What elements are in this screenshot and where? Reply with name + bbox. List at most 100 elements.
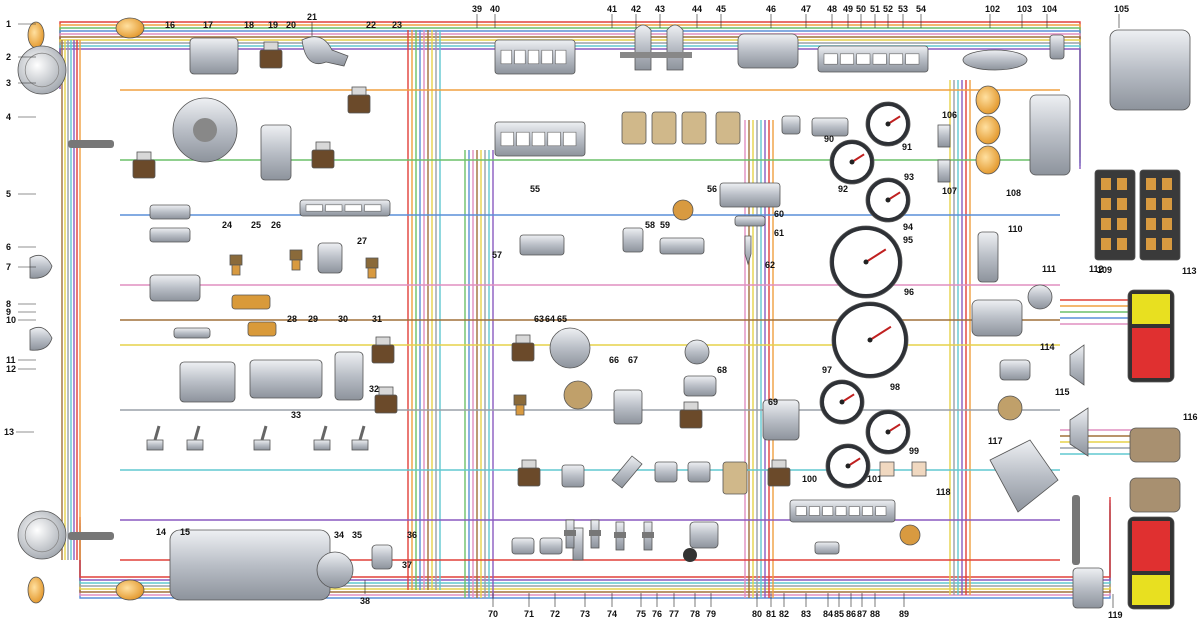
spark-plug-hex bbox=[564, 530, 576, 536]
amber-lamp bbox=[975, 85, 1001, 115]
label-leader-lines bbox=[16, 14, 1120, 608]
label-119: 119 bbox=[1108, 610, 1123, 620]
label-31: 31 bbox=[372, 314, 382, 324]
label-62: 62 bbox=[765, 260, 775, 270]
rocker-switch bbox=[681, 111, 707, 145]
label-40: 40 bbox=[490, 4, 500, 14]
amber-lamp bbox=[27, 21, 45, 49]
label-20: 20 bbox=[286, 20, 296, 30]
headlamp-ring bbox=[24, 52, 60, 88]
toggle-lever bbox=[320, 425, 328, 441]
gauge-hub bbox=[839, 399, 845, 405]
relay bbox=[132, 159, 156, 179]
label-14: 14 bbox=[156, 527, 166, 537]
label-108: 108 bbox=[1006, 188, 1021, 198]
label-32: 32 bbox=[369, 384, 379, 394]
label-65: 65 bbox=[557, 314, 567, 324]
label-70: 70 bbox=[488, 609, 498, 619]
fuse bbox=[1101, 198, 1111, 210]
label-68: 68 bbox=[717, 365, 727, 375]
connector-strip bbox=[1072, 495, 1080, 565]
label-12: 12 bbox=[6, 364, 16, 374]
label-102: 102 bbox=[985, 4, 1000, 14]
horn bbox=[29, 326, 53, 351]
sensor-body bbox=[229, 254, 243, 266]
block-slot bbox=[500, 49, 512, 65]
block-slot bbox=[840, 53, 854, 65]
relay-terminal bbox=[263, 41, 279, 51]
label-72: 72 bbox=[550, 609, 560, 619]
flasher bbox=[672, 199, 694, 221]
label-7: 7 bbox=[6, 262, 11, 272]
label-4: 4 bbox=[6, 112, 11, 122]
tail-lamp-yellow bbox=[1132, 294, 1170, 324]
block-slot bbox=[547, 131, 561, 147]
label-9: 9 bbox=[6, 307, 11, 317]
relay-terminal bbox=[375, 336, 391, 346]
fuse-holder bbox=[634, 24, 652, 71]
label-29: 29 bbox=[308, 314, 318, 324]
lamp-socket bbox=[173, 327, 211, 339]
connector bbox=[811, 117, 849, 137]
label-90: 90 bbox=[824, 134, 834, 144]
fuse bbox=[1117, 198, 1127, 210]
cylinder-unit bbox=[249, 359, 323, 399]
label-69: 69 bbox=[768, 397, 778, 407]
amber-lamp bbox=[115, 579, 145, 601]
connector-strip bbox=[68, 532, 114, 540]
block-slot bbox=[563, 131, 577, 147]
label-83: 83 bbox=[801, 609, 811, 619]
label-95: 95 bbox=[903, 235, 913, 245]
label-1: 1 bbox=[6, 19, 11, 29]
label-64: 64 bbox=[545, 314, 555, 324]
label-94: 94 bbox=[903, 222, 913, 232]
label-63: 63 bbox=[534, 314, 544, 324]
fuse bbox=[1162, 238, 1172, 250]
gauge-hub bbox=[885, 197, 891, 203]
knob bbox=[683, 548, 697, 562]
sensor-thread bbox=[291, 259, 301, 271]
block-slot bbox=[862, 506, 874, 516]
connector-round bbox=[563, 380, 593, 410]
amber-lamp bbox=[975, 145, 1001, 175]
components bbox=[17, 17, 1191, 610]
block-slot bbox=[514, 49, 526, 65]
label-91: 91 bbox=[902, 142, 912, 152]
label-51: 51 bbox=[870, 4, 880, 14]
label-25: 25 bbox=[251, 220, 261, 230]
relay bbox=[767, 467, 791, 487]
connector-strip bbox=[68, 140, 114, 148]
sensor bbox=[744, 235, 752, 266]
fuse-box bbox=[1094, 169, 1136, 261]
fuse bbox=[1117, 178, 1127, 190]
label-26: 26 bbox=[271, 220, 281, 230]
block-slot bbox=[527, 49, 540, 65]
label-22: 22 bbox=[366, 20, 376, 30]
switch bbox=[734, 215, 766, 227]
label-46: 46 bbox=[766, 4, 776, 14]
relay-terminal bbox=[771, 459, 787, 469]
toggle-switch bbox=[186, 439, 204, 451]
connector-round bbox=[899, 524, 921, 546]
fuse bbox=[1162, 218, 1172, 230]
ignition-distributor bbox=[1109, 29, 1191, 111]
rocker-switch bbox=[722, 461, 748, 495]
label-118: 118 bbox=[936, 487, 951, 497]
relay bbox=[347, 94, 371, 114]
plug-wire bbox=[149, 204, 191, 220]
sensor bbox=[247, 321, 277, 337]
block-slot bbox=[889, 53, 903, 65]
label-56: 56 bbox=[707, 184, 717, 194]
indicator bbox=[911, 461, 927, 477]
label-16: 16 bbox=[165, 20, 175, 30]
label-45: 45 bbox=[716, 4, 726, 14]
block-slot bbox=[905, 53, 920, 65]
block-slot bbox=[541, 49, 553, 65]
block-slot bbox=[875, 506, 887, 516]
label-74: 74 bbox=[607, 609, 617, 619]
sensor bbox=[654, 461, 678, 483]
fuse bbox=[1117, 218, 1127, 230]
label-78: 78 bbox=[690, 609, 700, 619]
label-30: 30 bbox=[338, 314, 348, 324]
